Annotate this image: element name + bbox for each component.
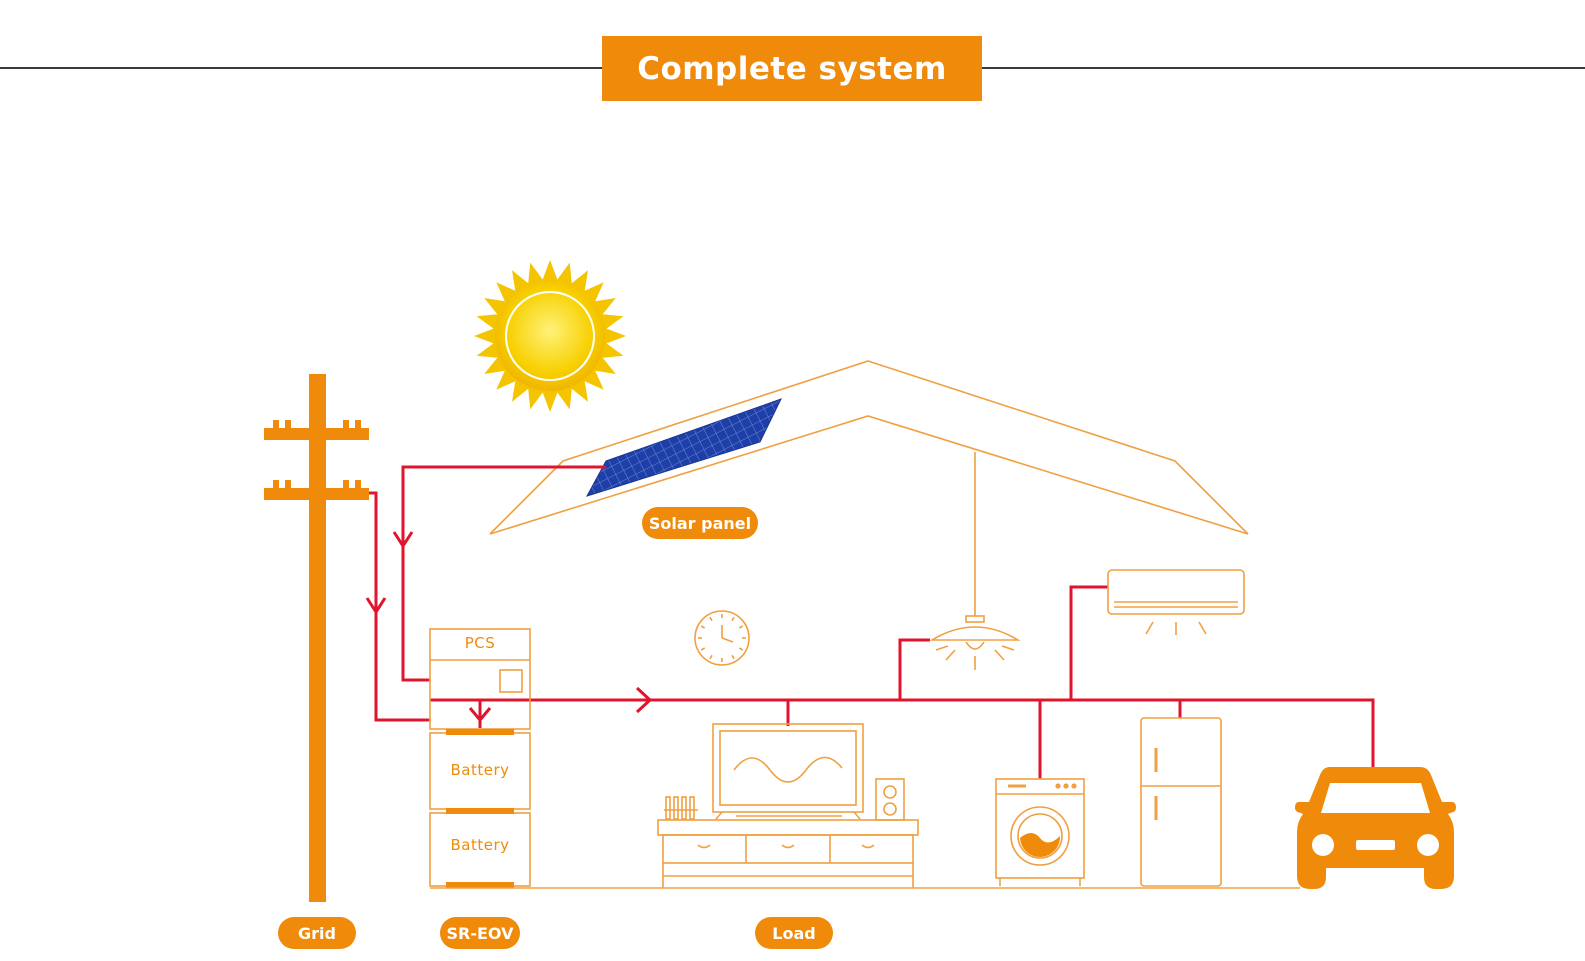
battery-label-1: Battery (450, 761, 510, 779)
battery-label-2: Battery (450, 836, 510, 854)
tv-cabinet (657, 796, 919, 888)
grid-label: Grid (278, 917, 356, 949)
battery-caps (446, 729, 514, 888)
refrigerator-icon (1140, 717, 1222, 887)
sun-icon (474, 260, 626, 412)
clock-tick (731, 654, 735, 660)
clock-tick (731, 616, 735, 622)
clock-tick (709, 616, 713, 622)
speaker-icon (875, 778, 905, 821)
clock-tick (700, 625, 706, 629)
load-label: Load (755, 917, 833, 949)
air-conditioner-icon (1107, 569, 1245, 635)
page-title: Complete system (602, 36, 982, 101)
solar-panel-label: Solar panel (642, 507, 758, 539)
tv-icon (712, 723, 864, 820)
sr-eov-label: SR-EOV (440, 917, 520, 949)
car-icon (1295, 767, 1456, 889)
header-line-left (0, 67, 602, 69)
clock-tick (709, 654, 713, 660)
clock-icon (694, 610, 750, 666)
pcs-label: PCS (464, 634, 496, 652)
power-lines (365, 465, 1375, 779)
clock-tick (700, 647, 706, 651)
washing-machine-icon (995, 778, 1085, 886)
solar-panel-icon (585, 398, 782, 497)
clock-tick (738, 625, 744, 629)
house-roof (489, 360, 1249, 535)
header-line-right (982, 67, 1585, 69)
clock-tick (738, 647, 744, 651)
utility-pole-icon (264, 374, 369, 902)
ceiling-lamp-icon (929, 452, 1021, 670)
